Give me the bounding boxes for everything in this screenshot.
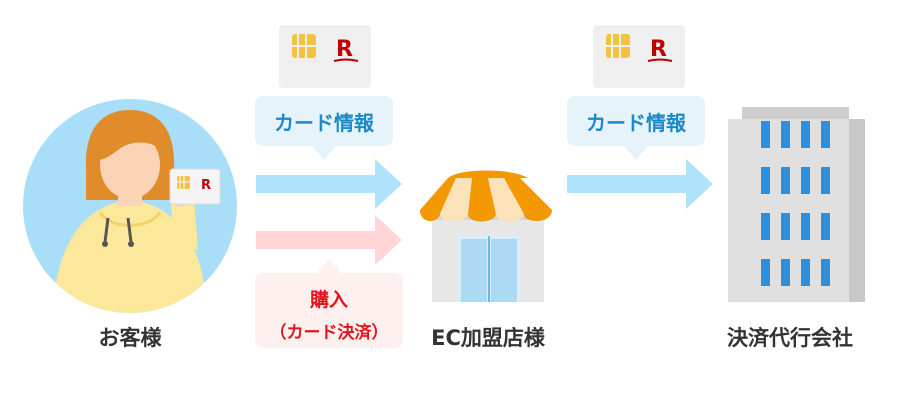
card-info-label: カード情報 xyxy=(586,110,686,135)
purchase-sublabel: （カード決済） xyxy=(269,323,389,343)
card-info-arrow-1 xyxy=(256,159,402,209)
card-logo-small: R xyxy=(201,178,211,193)
office-building-icon xyxy=(728,107,865,302)
credit-card-icon: R xyxy=(169,168,221,205)
processor-label: 決済代行会社 xyxy=(727,326,853,350)
merchant-label: EC加盟店様 xyxy=(431,326,545,350)
card-info-label: カード情報 xyxy=(274,110,374,135)
customer-icon xyxy=(23,99,237,313)
customer-label: お客様 xyxy=(98,326,162,350)
card-logo: R xyxy=(336,37,353,62)
credit-card-icon: R xyxy=(593,25,685,88)
store-icon xyxy=(420,170,552,302)
credit-card-icon: R xyxy=(279,25,371,88)
card-info-bubble-1: カード情報 xyxy=(255,96,393,160)
card-logo: R xyxy=(650,37,667,62)
card-info-bubble-2: カード情報 xyxy=(567,96,705,160)
purchase-arrow xyxy=(256,215,402,265)
purchase-label: 購入 xyxy=(309,289,348,311)
purchase-box: 購入 （カード決済） xyxy=(255,259,403,348)
card-info-arrow-2 xyxy=(567,159,713,209)
